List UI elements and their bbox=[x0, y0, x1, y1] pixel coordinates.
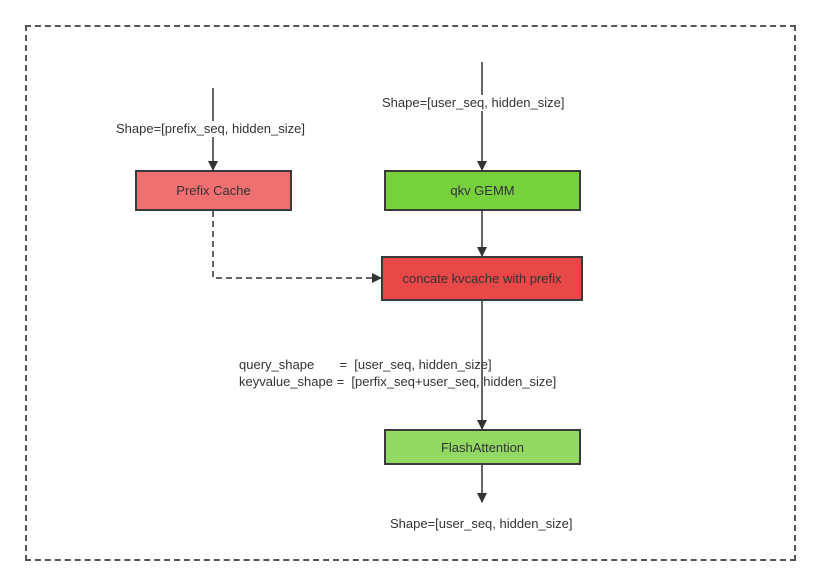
prefix-cache-node: Prefix Cache bbox=[135, 170, 292, 211]
flash-attention-label: FlashAttention bbox=[440, 439, 525, 455]
concat-kvcache-node: concate kvcache with prefix bbox=[381, 256, 583, 301]
prefix-input-shape-label: Shape=[prefix_seq, hidden_size] bbox=[116, 121, 305, 137]
user-input-shape-label: Shape=[user_seq, hidden_size] bbox=[382, 95, 565, 111]
diagram-frame bbox=[25, 25, 796, 561]
qkv-gemm-node: qkv GEMM bbox=[384, 170, 581, 211]
prefix-cache-label: Prefix Cache bbox=[176, 183, 251, 198]
concat-kvcache-label: concate kvcache with prefix bbox=[402, 271, 562, 286]
qkv-gemm-label: qkv GEMM bbox=[450, 183, 515, 198]
query-shape-label: query_shape = [user_seq, hidden_size] bbox=[239, 357, 492, 372]
output-shape-label: Shape=[user_seq, hidden_size] bbox=[390, 516, 573, 532]
flash-attention-node: FlashAttention bbox=[384, 429, 581, 465]
keyvalue-shape-label: keyvalue_shape = [perfix_seq+user_seq, h… bbox=[239, 374, 557, 389]
edge-prefix-cache-to-concat bbox=[212, 211, 382, 283]
